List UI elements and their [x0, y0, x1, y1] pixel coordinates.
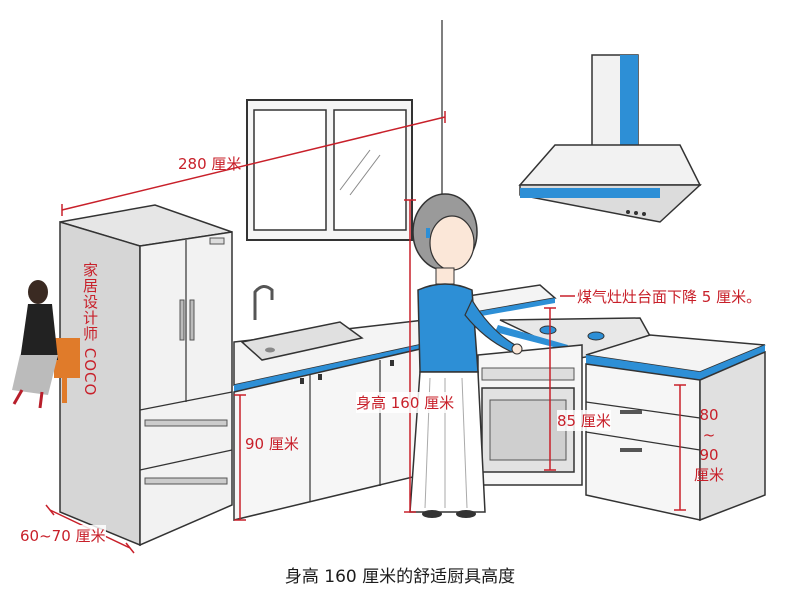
measure-lines [45, 111, 686, 554]
designer-credit: 家居设计师 COCO [81, 262, 99, 397]
label-counter-90: 90 厘米 [245, 435, 299, 453]
right-unit: 厘米 [694, 466, 725, 484]
right-80: 80 [699, 406, 719, 424]
label-depth-60-70: 60~70 厘米 [20, 525, 106, 546]
right-tilde: ~ [702, 426, 716, 444]
label-height-160: 身高 160 厘米 [356, 392, 455, 413]
designer-figure [12, 280, 80, 409]
sink-counter [233, 285, 443, 521]
label-width-280: 280 厘米 [178, 155, 242, 173]
caption: 身高 160 厘米的舒适厨具高度 [284, 567, 516, 587]
label-gas-lower: 煤气灶灶台面下降 5 厘米。 [577, 288, 762, 306]
label-right-80-90: 80 ~ 90 厘米 [694, 405, 724, 485]
right-90: 90 [699, 446, 719, 464]
window [246, 99, 413, 241]
label-counter-85: 85 厘米 [557, 410, 611, 431]
right-counter [585, 334, 766, 522]
refrigerator [59, 204, 233, 547]
range-hood [518, 54, 702, 223]
stove-counter [441, 284, 657, 486]
